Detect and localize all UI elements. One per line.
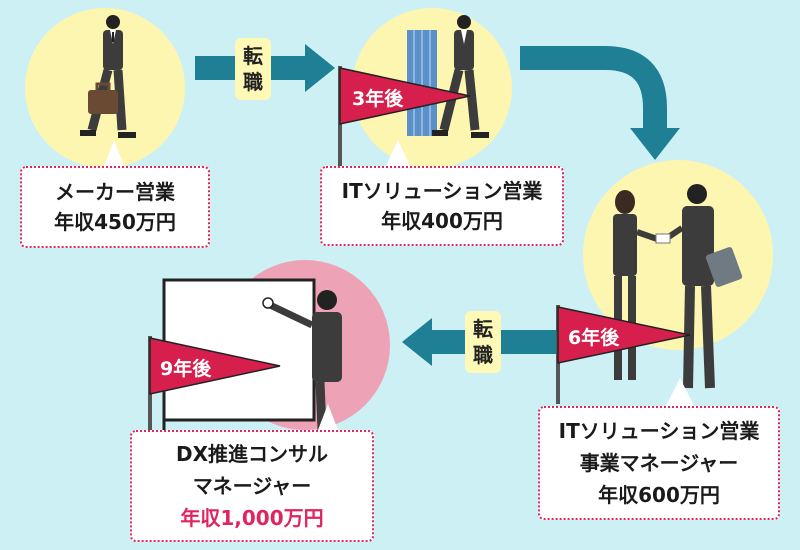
job-change-label-1: 転 職 [235, 38, 271, 100]
flag-label-9-years: 9年後 [160, 358, 212, 380]
step1-box: メーカー営業 年収450万円 [20, 166, 210, 248]
job-change-label-2: 転 職 [465, 311, 501, 373]
flag-9-years [148, 336, 281, 430]
connector-arrow-2 [520, 46, 680, 160]
step4-role: DX推進コンサル [175, 442, 329, 466]
step4-salary: 年収1,000万円 [180, 506, 324, 530]
job-change-char-2: 職 [473, 343, 493, 367]
flag-label-6-years: 6年後 [568, 327, 620, 349]
business-card-exchange-icon [613, 184, 743, 389]
flag-3-years [338, 66, 471, 168]
connector-arrow-3 [402, 318, 580, 366]
flag-6-years [556, 305, 691, 404]
salesperson-walking-icon [80, 15, 136, 138]
step1-salary: 年収450万円 [54, 210, 176, 234]
step4-role-sub: マネージャー [192, 474, 312, 498]
job-change-char-1: 転 [243, 44, 263, 68]
job-change-char-2: 職 [243, 70, 263, 94]
step3-box: ITソリューション営業 事業マネージャー 年収600万円 [538, 406, 780, 520]
step3-role-sub: 事業マネージャー [579, 451, 739, 475]
step2-salary: 年収400万円 [381, 209, 503, 233]
step3-role: ITソリューション営業 [558, 419, 760, 443]
step4-box: DX推進コンサル マネージャー 年収1,000万円 [130, 430, 374, 542]
flag-label-3-years: 3年後 [352, 88, 404, 110]
job-change-char-1: 転 [473, 317, 493, 341]
step1-role: メーカー営業 [55, 180, 175, 204]
step2-role: ITソリューション営業 [341, 179, 543, 203]
step2-box: ITソリューション営業 年収400万円 [320, 166, 564, 246]
step3-salary: 年収600万円 [598, 483, 720, 507]
